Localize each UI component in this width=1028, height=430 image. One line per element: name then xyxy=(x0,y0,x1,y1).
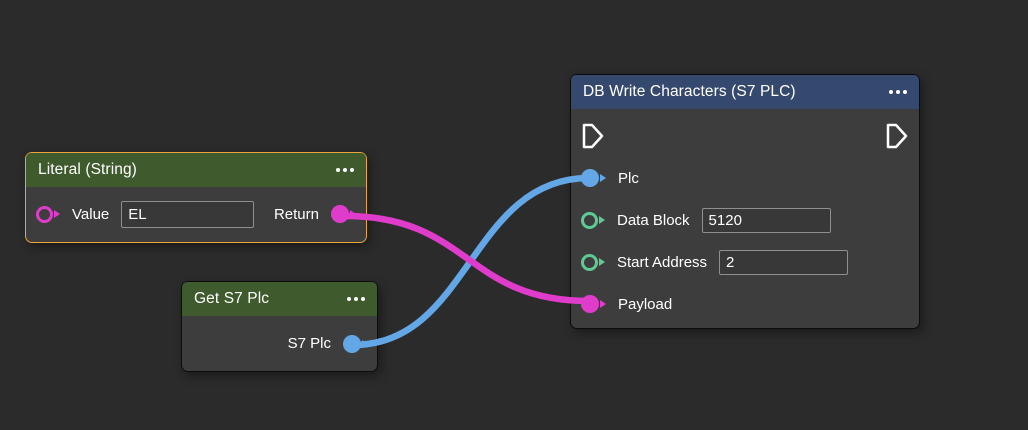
return-output-port[interactable] xyxy=(331,205,356,223)
menu-icon[interactable] xyxy=(339,293,365,305)
start-address-row: Start Address xyxy=(571,241,919,283)
data-block-row: Data Block xyxy=(571,199,919,241)
payload-input-port[interactable] xyxy=(581,295,606,313)
data-block-label: Data Block xyxy=(617,211,690,229)
value-input[interactable] xyxy=(121,200,255,228)
menu-icon[interactable] xyxy=(881,86,907,98)
start-address-label: Start Address xyxy=(617,253,708,271)
s7-plc-output-port[interactable] xyxy=(343,334,368,353)
node-literal-string[interactable]: Literal (String) Value Return xyxy=(25,152,367,243)
payload-port-label: Payload xyxy=(618,295,673,313)
get-output-row: S7 Plc xyxy=(182,316,377,371)
s7-plc-port-label: S7 Plc xyxy=(287,335,331,352)
plc-input-port[interactable] xyxy=(581,169,606,187)
node-literal-header[interactable]: Literal (String) xyxy=(26,153,366,187)
start-address-input-port[interactable] xyxy=(581,253,605,271)
payload-row: Payload xyxy=(571,283,919,325)
value-port-label: Value xyxy=(72,205,110,223)
node-get-title: Get S7 Plc xyxy=(194,290,270,307)
plc-port-label: Plc xyxy=(618,169,639,187)
exec-row xyxy=(571,115,919,157)
exec-output-port[interactable] xyxy=(885,122,909,150)
wire-get-s7-plc-to-plc[interactable] xyxy=(349,174,593,349)
menu-icon[interactable] xyxy=(328,164,354,176)
node-db-title: DB Write Characters (S7 PLC) xyxy=(583,83,796,100)
wire-literal-return-to-payload[interactable] xyxy=(341,212,593,305)
start-address-input[interactable] xyxy=(719,249,849,275)
plc-row: Plc xyxy=(571,157,919,199)
node-db-header[interactable]: DB Write Characters (S7 PLC) xyxy=(571,75,919,109)
value-input-port[interactable] xyxy=(36,205,60,223)
data-block-input[interactable] xyxy=(701,207,831,233)
exec-input-port[interactable] xyxy=(581,122,605,150)
node-literal-title: Literal (String) xyxy=(38,161,137,178)
node-get-header[interactable]: Get S7 Plc xyxy=(182,282,377,316)
node-db-write-characters[interactable]: DB Write Characters (S7 PLC) Plc Data Bl… xyxy=(570,74,920,329)
data-block-input-port[interactable] xyxy=(581,211,605,229)
literal-value-row: Value Return xyxy=(26,187,366,241)
node-get-s7-plc[interactable]: Get S7 Plc S7 Plc xyxy=(181,281,378,372)
return-port-label: Return xyxy=(273,205,319,223)
